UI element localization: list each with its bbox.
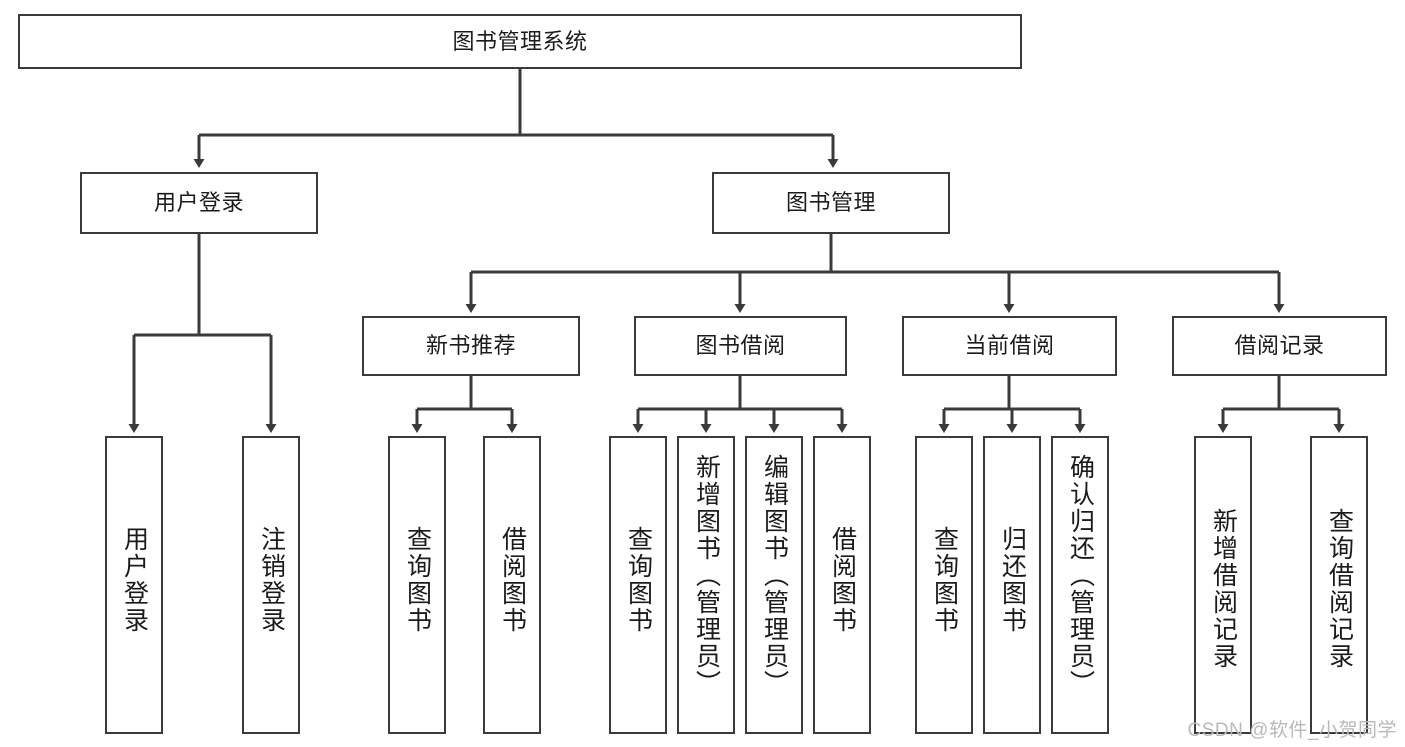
node-leaf-query-record-label: 查询借阅记录 bbox=[1325, 508, 1354, 670]
node-book-manage[interactable]: 图书管理 bbox=[712, 172, 950, 234]
node-leaf-edit-book[interactable]: 编辑图书（管理员） bbox=[745, 436, 803, 734]
node-leaf-borrow-book-2[interactable]: 借阅图书 bbox=[813, 436, 871, 734]
node-leaf-query-book-1-label: 查询图书 bbox=[403, 526, 432, 634]
node-leaf-query-book-2-label: 查询图书 bbox=[624, 526, 653, 634]
node-leaf-add-book[interactable]: 新增图书（管理员） bbox=[677, 436, 735, 734]
node-new-book-recommend-label: 新书推荐 bbox=[425, 333, 516, 359]
node-user-login[interactable]: 用户登录 bbox=[80, 172, 318, 234]
node-leaf-user-login[interactable]: 用户登录 bbox=[105, 436, 163, 734]
node-leaf-query-record[interactable]: 查询借阅记录 bbox=[1310, 436, 1368, 734]
node-leaf-return-book[interactable]: 归还图书 bbox=[983, 436, 1041, 734]
node-book-borrow-label: 图书借阅 bbox=[695, 333, 786, 359]
node-leaf-borrow-book-2-label: 借阅图书 bbox=[828, 526, 857, 634]
node-current-borrow[interactable]: 当前借阅 bbox=[902, 316, 1117, 376]
node-root[interactable]: 图书管理系统 bbox=[18, 14, 1022, 69]
node-leaf-return-book-label: 归还图书 bbox=[998, 526, 1027, 634]
node-current-borrow-label: 当前借阅 bbox=[964, 333, 1055, 359]
node-leaf-user-logout-label: 注销登录 bbox=[257, 526, 286, 634]
node-borrow-record-label: 借阅记录 bbox=[1234, 333, 1325, 359]
node-leaf-query-book-2[interactable]: 查询图书 bbox=[609, 436, 667, 734]
node-leaf-confirm-return-label: 确认归还（管理员） bbox=[1066, 454, 1095, 697]
node-leaf-add-book-label: 新增图书（管理员） bbox=[692, 454, 721, 697]
node-leaf-edit-book-label: 编辑图书（管理员） bbox=[760, 454, 789, 697]
node-leaf-borrow-book-1[interactable]: 借阅图书 bbox=[483, 436, 541, 734]
node-leaf-add-record-label: 新增借阅记录 bbox=[1209, 508, 1238, 670]
node-leaf-add-record[interactable]: 新增借阅记录 bbox=[1194, 436, 1252, 734]
node-root-label: 图书管理系统 bbox=[452, 28, 588, 54]
node-borrow-record[interactable]: 借阅记录 bbox=[1172, 316, 1387, 376]
node-leaf-query-book-3-label: 查询图书 bbox=[930, 526, 959, 634]
node-new-book-recommend[interactable]: 新书推荐 bbox=[362, 316, 580, 376]
node-leaf-user-logout[interactable]: 注销登录 bbox=[242, 436, 300, 734]
node-book-manage-label: 图书管理 bbox=[785, 190, 876, 216]
node-book-borrow[interactable]: 图书借阅 bbox=[634, 316, 847, 376]
node-user-login-label: 用户登录 bbox=[153, 190, 244, 216]
node-leaf-confirm-return[interactable]: 确认归还（管理员） bbox=[1051, 436, 1109, 734]
csdn-watermark: CSDN @软件_小贺同学 bbox=[1187, 720, 1397, 741]
node-leaf-query-book-3[interactable]: 查询图书 bbox=[915, 436, 973, 734]
node-leaf-query-book-1[interactable]: 查询图书 bbox=[388, 436, 446, 734]
node-leaf-borrow-book-1-label: 借阅图书 bbox=[498, 526, 527, 634]
node-leaf-user-login-label: 用户登录 bbox=[120, 526, 149, 634]
